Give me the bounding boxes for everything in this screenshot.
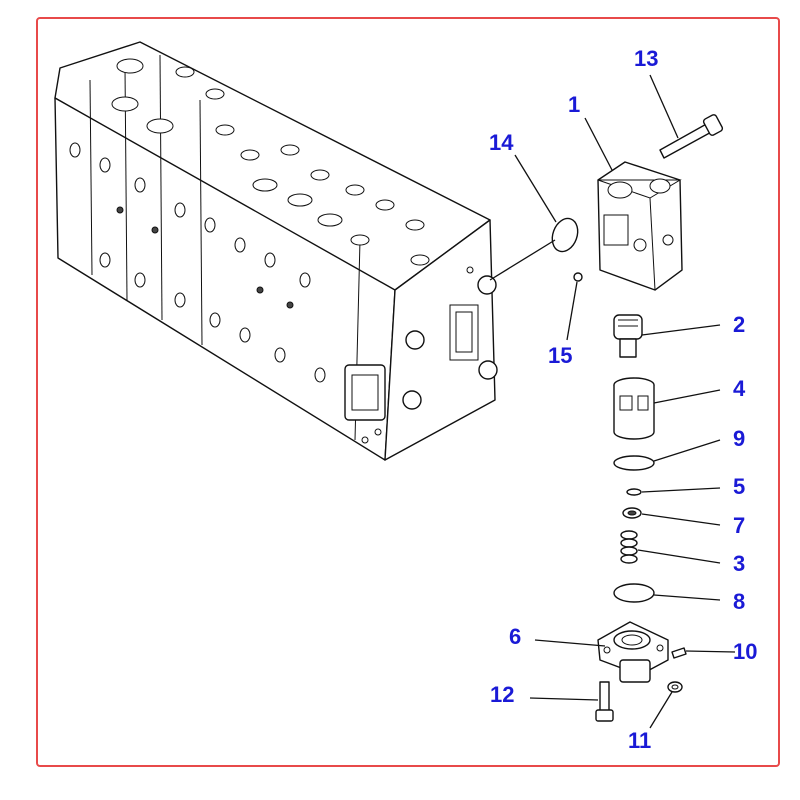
part-9-o-ring bbox=[613, 455, 655, 471]
part-2-plug bbox=[613, 314, 643, 358]
part-15-ball bbox=[573, 272, 583, 282]
callout-15: 15 bbox=[548, 343, 572, 368]
control-valve-body bbox=[54, 41, 498, 461]
callout-2: 2 bbox=[733, 312, 745, 337]
part-4-sleeve bbox=[613, 377, 655, 440]
part-8-o-ring bbox=[613, 583, 655, 603]
callout-5: 5 bbox=[733, 474, 745, 499]
part-5-ring bbox=[626, 488, 642, 496]
callout-11: 11 bbox=[628, 728, 651, 753]
callout-6: 6 bbox=[509, 624, 521, 649]
callout-3: 3 bbox=[733, 551, 745, 576]
part-14-o-ring bbox=[551, 217, 579, 253]
part-12-bolt bbox=[595, 681, 614, 722]
callout-14: 14 bbox=[489, 130, 514, 155]
part-13-bolt bbox=[659, 114, 724, 159]
callout-4: 4 bbox=[733, 376, 746, 401]
callout-9: 9 bbox=[733, 426, 745, 451]
part-10-pin bbox=[671, 647, 687, 659]
callout-1: 1 bbox=[568, 92, 580, 117]
part-11-plug-screw bbox=[667, 681, 683, 693]
callout-12: 12 bbox=[490, 682, 514, 707]
callout-7: 7 bbox=[733, 513, 745, 538]
part-1-valve-housing bbox=[597, 161, 683, 291]
diagram-frame bbox=[36, 17, 780, 767]
callout-10: 10 bbox=[733, 639, 757, 664]
leader-lines bbox=[489, 74, 736, 729]
callout-13: 13 bbox=[634, 46, 658, 71]
part-7-poppet bbox=[622, 507, 642, 519]
part-3-spring bbox=[620, 530, 638, 564]
part-6-cover bbox=[597, 621, 669, 683]
callout-8: 8 bbox=[733, 589, 745, 614]
